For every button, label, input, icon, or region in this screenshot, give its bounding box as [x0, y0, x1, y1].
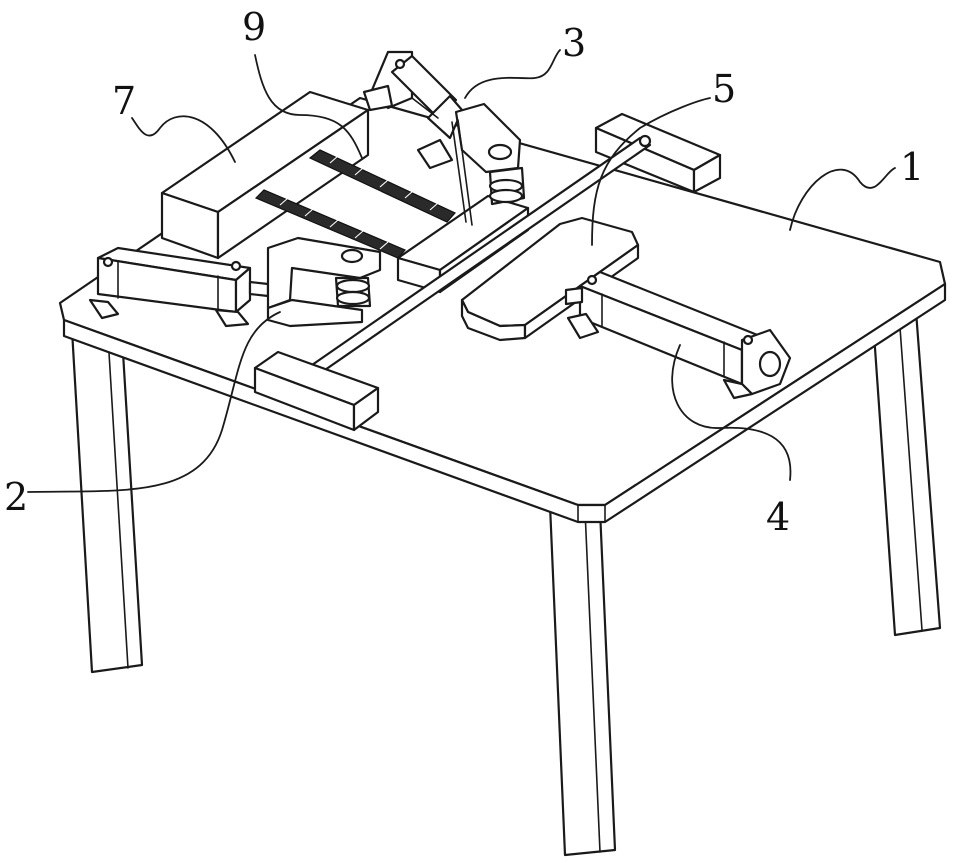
- leg-back-right: [870, 296, 942, 637]
- front-guide-block: [253, 350, 380, 432]
- leader-3: [464, 49, 561, 99]
- threaded-rods-9: [254, 149, 456, 259]
- label-2: 2: [4, 475, 28, 519]
- tabletop-edge: [62, 282, 947, 524]
- cylinder-3: [362, 50, 526, 226]
- label-1: 1: [900, 145, 924, 189]
- leader-9: [254, 54, 363, 159]
- cylinder-2: [88, 236, 382, 328]
- table-legs: [70, 296, 942, 857]
- label-5: 5: [712, 67, 736, 111]
- part-labels: 1 2 3 4 5 7 9: [4, 5, 924, 539]
- cylinder-4: [564, 270, 792, 400]
- label-7: 7: [112, 79, 136, 123]
- label-4: 4: [766, 495, 790, 539]
- leader-2: [27, 311, 281, 493]
- leader-1: [789, 167, 896, 231]
- label-3: 3: [562, 21, 586, 65]
- leg-front-left: [70, 328, 144, 674]
- leader-7: [131, 115, 236, 163]
- leg-front-middle: [548, 503, 617, 857]
- leader-lines: [27, 49, 896, 493]
- rear-guide-block: [594, 112, 722, 194]
- leader-4: [671, 344, 792, 481]
- block-7: [160, 90, 370, 260]
- leader-5: [591, 97, 711, 246]
- label-9: 9: [242, 5, 266, 49]
